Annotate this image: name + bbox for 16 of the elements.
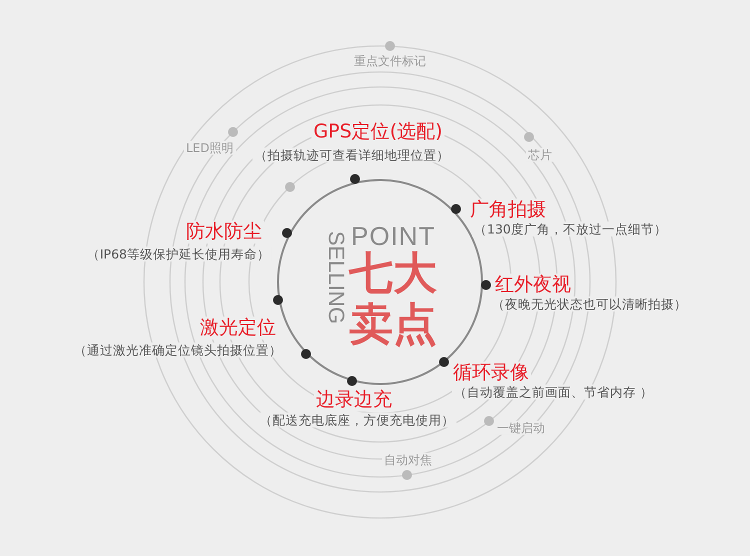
vertical-title: SELLING <box>323 231 349 324</box>
feature-title: 广角拍摄 <box>468 198 548 222</box>
feature-note: LED照明 <box>184 140 236 156</box>
center-heading: 七大卖点 <box>349 249 437 350</box>
feature-title: GPS定位(选配) <box>311 120 445 144</box>
feature-title: 防水防尘 <box>184 220 264 244</box>
feature-title: 边录边充 <box>314 388 394 412</box>
feature-title: 激光定位 <box>198 316 278 340</box>
feature-title: 红外夜视 <box>493 274 573 296</box>
feature-title: 循环录像 <box>451 362 531 384</box>
feature-note: 一键启动 <box>495 420 547 436</box>
center-title: POINT <box>351 221 436 251</box>
feature-description: （配送充电底座，方便充电使用） <box>258 412 456 428</box>
feature-note: 芯片 <box>526 148 554 162</box>
feature-note: 重点文件标记 <box>352 54 428 68</box>
feature-note: 自动对焦 <box>382 452 434 468</box>
